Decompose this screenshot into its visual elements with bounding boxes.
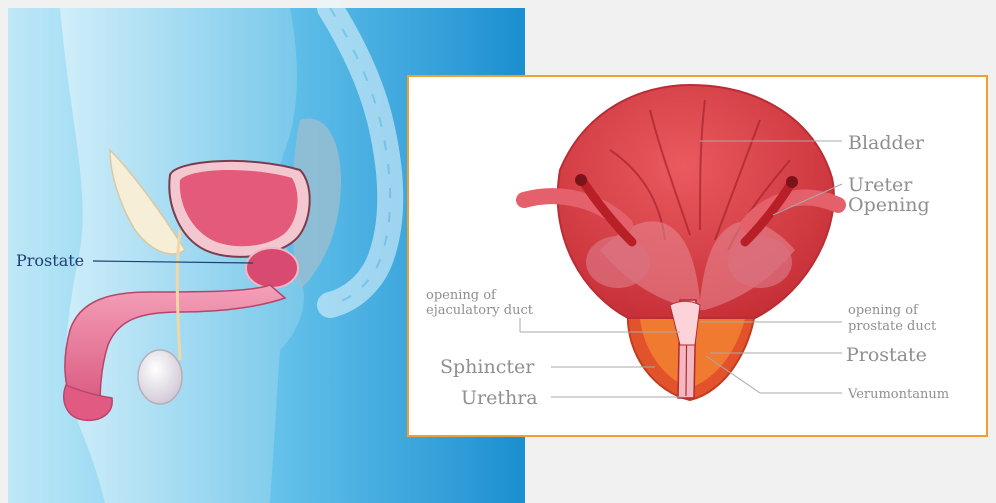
ureter-opening-right: [786, 176, 798, 188]
lobe-right: [728, 236, 792, 288]
detail-panel: Bladder Ureter Opening opening of ejacul…: [408, 76, 987, 436]
prostate-duct-label-line2: prostate duct: [848, 319, 937, 334]
bladder-label: Bladder: [848, 132, 925, 154]
ejaculatory-duct-label-line2: ejaculatory duct: [426, 303, 534, 318]
lobe-left: [586, 236, 650, 288]
urethra-label: Urethra: [461, 387, 538, 409]
sagittal-prostate: [246, 248, 298, 288]
ureter-opening-left: [575, 174, 587, 186]
prostate-duct-label-line1: opening of: [848, 303, 919, 318]
sphincter-label: Sphincter: [440, 356, 535, 378]
opening-label: Opening: [848, 194, 930, 216]
ureter-label: Ureter: [848, 174, 913, 196]
prostate-detail-label: Prostate: [846, 344, 927, 366]
prostate-label: Prostate: [16, 251, 84, 270]
verumontanum-label: Verumontanum: [847, 387, 949, 402]
ejaculatory-duct-label-line1: opening of: [426, 288, 497, 303]
testis: [138, 350, 182, 404]
